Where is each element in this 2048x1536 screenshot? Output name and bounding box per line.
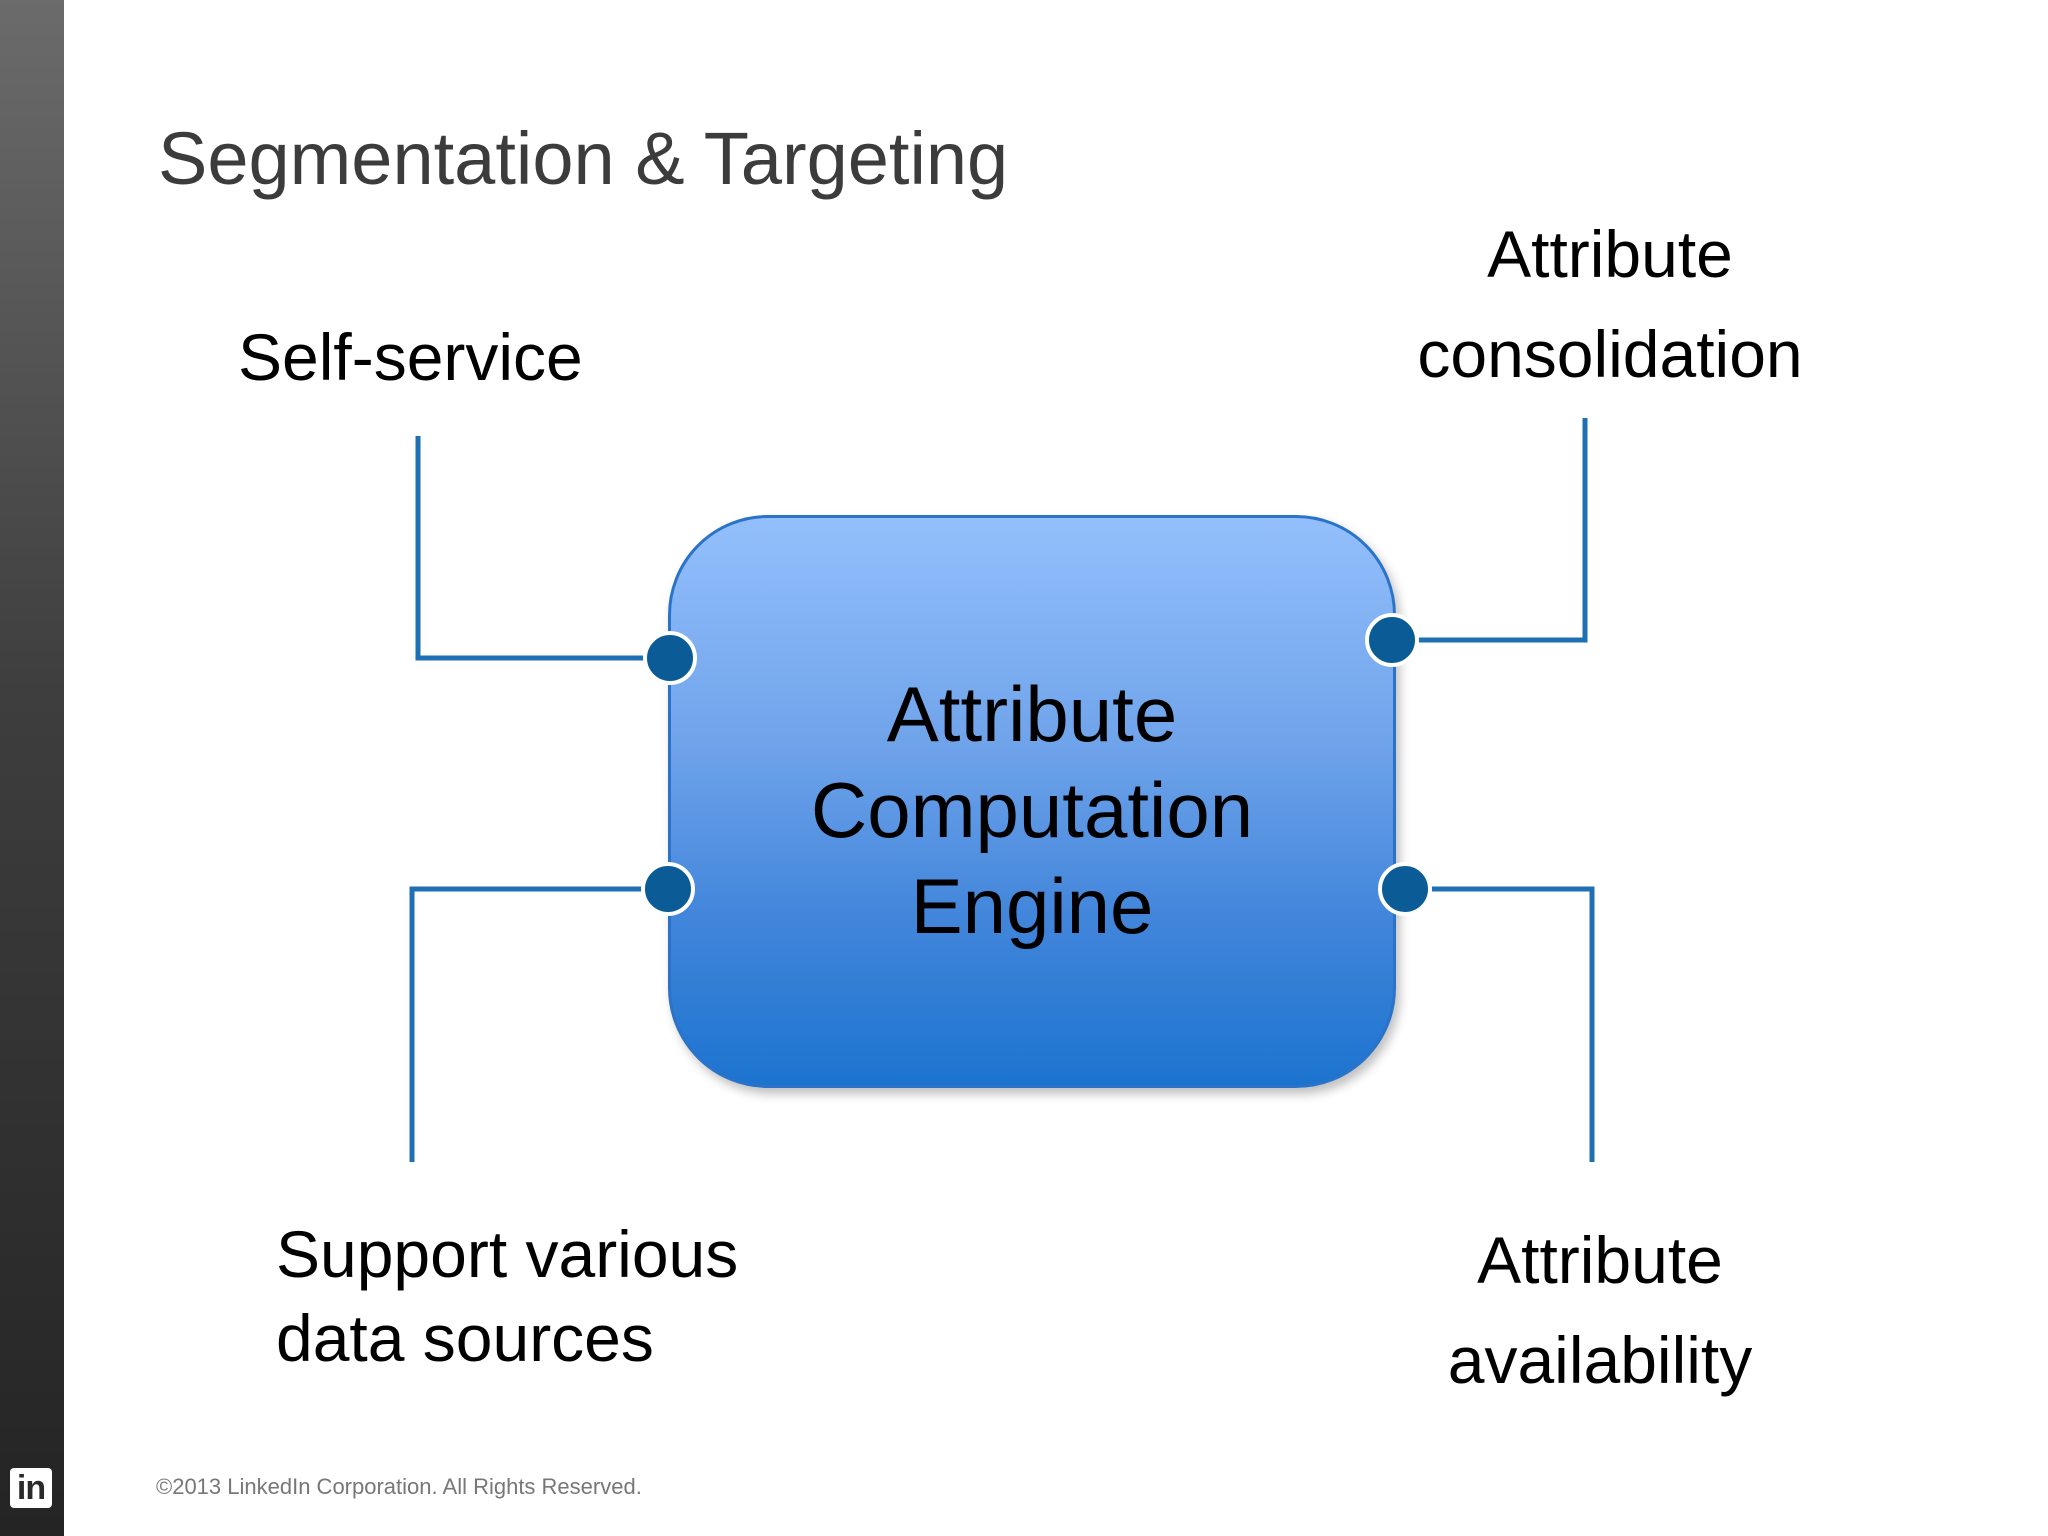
label-self-service: Self-service <box>238 324 583 390</box>
connector-dot-self-service <box>643 631 697 685</box>
label-consolidation-line2: consolidation <box>1417 317 1803 391</box>
engine-label-line3: Engine <box>910 862 1154 950</box>
copyright-footer: ©2013 LinkedIn Corporation. All Rights R… <box>156 1474 642 1499</box>
engine-label-line1: Attribute <box>886 670 1178 758</box>
connector-paths <box>409 418 1595 1162</box>
connector-dot-data-sources <box>641 862 695 916</box>
connector-consolidation <box>1400 418 1588 643</box>
connector-availability <box>1412 886 1595 1162</box>
connector-self-service <box>415 436 666 661</box>
label-availability-line2: availability <box>1447 1323 1753 1397</box>
linkedin-logo-icon: in <box>10 1468 52 1508</box>
label-consolidation-line1: Attribute <box>1487 217 1733 291</box>
label-attribute-availability: Attribute availability <box>1420 1210 1780 1410</box>
connector-dots <box>641 613 1432 916</box>
label-attribute-consolidation: Attribute consolidation <box>1400 204 1820 404</box>
label-self-service-line1: Self-service <box>238 320 583 394</box>
attribute-computation-engine-box <box>668 515 1396 1088</box>
engine-label-line2: Computation <box>810 766 1254 854</box>
label-sources-line1: Support various <box>276 1217 739 1291</box>
label-sources-line2: data sources <box>276 1301 654 1375</box>
connector-dot-availability <box>1378 862 1432 916</box>
connector-data-sources <box>409 886 664 1162</box>
connector-dot-consolidation <box>1365 613 1419 667</box>
sidebar-band <box>0 0 64 1536</box>
label-availability-line1: Attribute <box>1477 1223 1723 1297</box>
slide-title: Segmentation & Targeting <box>158 117 1009 200</box>
engine-label: Attribute Computation Engine <box>668 666 1396 954</box>
label-data-sources: Support various data sources <box>276 1212 738 1380</box>
